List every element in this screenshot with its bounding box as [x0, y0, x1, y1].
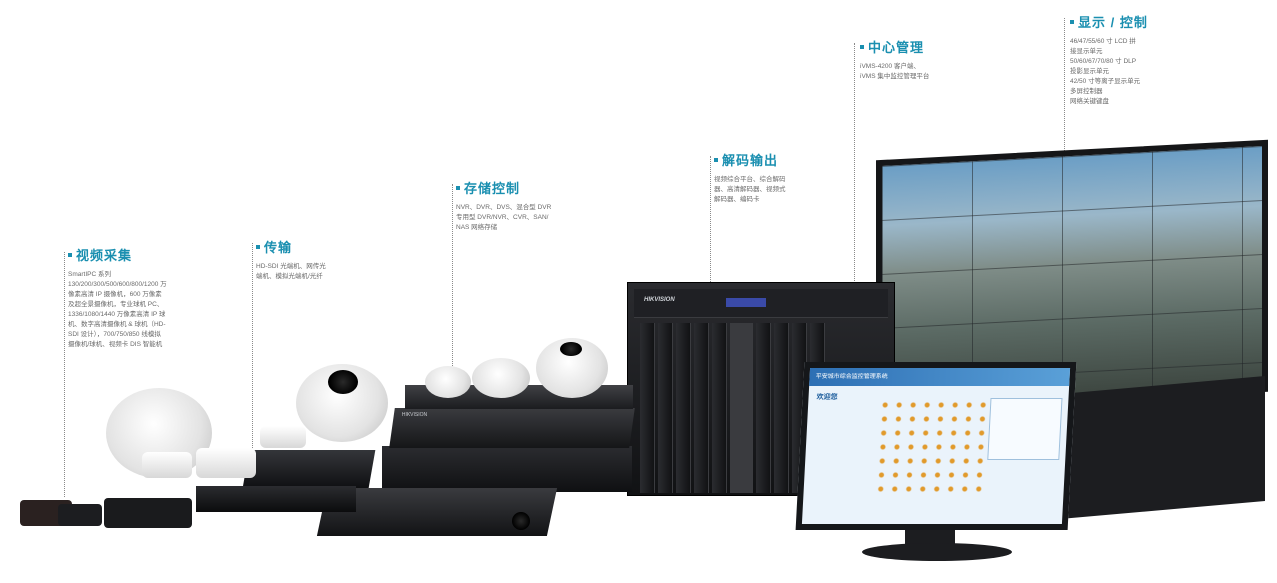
section-decode-output: 解码输出 视频综合平台、综合解码 器、高清解码器、视频式 解码器、编码卡 [714, 150, 834, 205]
rack-top-panel: HIKVISION [634, 289, 888, 318]
desc-line: iVMS 集中监控管理平台 [860, 73, 930, 80]
bullet-dot [68, 252, 72, 257]
leader-line [854, 43, 855, 283]
desc-line: 解码器、编码卡 [714, 196, 760, 203]
joystick [512, 512, 530, 530]
section-video-capture: 视频采集 SmartIPC 系列 130/200/300/500/600/800… [68, 245, 208, 350]
dome-lens [560, 342, 582, 356]
desc-line: NVR、DVR、DVS、混合型 DVR [456, 204, 552, 211]
dvr-middle: HIKVISION [389, 408, 635, 448]
rack-slot [640, 323, 655, 493]
leader-line [452, 184, 453, 424]
welcome-text: 欢迎您 [816, 394, 838, 401]
desc-line: 50/60/67/70/80 寸 DLP [1070, 58, 1137, 65]
box-camera [58, 504, 102, 526]
desc-line: NAS 网络存储 [456, 224, 498, 231]
desc-line: 机、数字高清摄像机 & 球机（HD- [68, 321, 166, 328]
rack-slot [712, 323, 727, 493]
section-title: 中心管理 [868, 40, 925, 55]
desc-line: 多屏控制器 [1070, 88, 1103, 95]
desc-line: SDI 设计），700/750/850 线模拟 [68, 331, 161, 338]
bullet-dot [256, 244, 260, 249]
rack-slot [774, 323, 789, 493]
desc-line: 端机、模拟光端机/光纤 [256, 273, 323, 280]
network-switch [196, 486, 356, 512]
rack-slot [658, 323, 673, 493]
bullet-camera [142, 452, 192, 478]
bullet-camera [196, 448, 256, 478]
desc-line: 网络关键键盘 [1070, 98, 1109, 105]
video-wall-cabinet [1060, 376, 1265, 519]
section-title: 解码输出 [722, 153, 779, 168]
desc-line: SmartIPC 系列 [68, 271, 111, 278]
dome-camera [472, 358, 530, 398]
rack-slot [756, 323, 771, 493]
section-transmission: 传输 HD-SDI 光端机、网传光 端机、模拟光端机/光纤 [256, 237, 376, 282]
box-camera [104, 498, 192, 528]
section-desc: 46/47/55/60 寸 LCD 拼 接显示单元 50/60/67/70/80… [1070, 37, 1180, 107]
bullet-dot [714, 157, 718, 162]
nvr-large [382, 446, 632, 492]
desc-line: 46/47/55/60 寸 LCD 拼 [1070, 38, 1136, 45]
speed-dome-lens [328, 370, 358, 394]
monitor-neck [905, 530, 955, 546]
section-desc: HD-SDI 光端机、网传光 端机、模拟光端机/光纤 [256, 262, 376, 282]
dome-camera [425, 366, 471, 398]
calendar-panel [987, 398, 1063, 460]
management-monitor: 平安城市综合监控管理系统 欢迎您 [795, 362, 1077, 530]
section-desc: iVMS-4200 客户端、 iVMS 集中监控管理平台 [860, 62, 980, 82]
section-desc: 视频综合平台、综合解码 器、高清解码器、视频式 解码器、编码卡 [714, 175, 834, 205]
dvr-brand-logo: HIKVISION [401, 412, 428, 418]
desc-line: HD-SDI 光端机、网传光 [256, 263, 326, 270]
desc-line: 器、高清解码器、视频式 [714, 186, 786, 193]
desc-line: 专用型 DVR/NVR、CVR、SAN/ [456, 214, 549, 221]
rack-slot [676, 323, 691, 493]
optical-transceiver [242, 450, 376, 488]
bullet-dot [1070, 19, 1074, 24]
section-title: 视频采集 [76, 248, 133, 263]
desc-line: 接显示单元 [1070, 48, 1103, 55]
rack-switch-card [730, 323, 753, 493]
app-title-bar: 平安城市综合监控管理系统 [809, 368, 1071, 386]
section-desc: NVR、DVR、DVS、混合型 DVR 专用型 DVR/NVR、CVR、SAN/… [456, 203, 596, 233]
desc-line: 摄像机/球机、视频卡 DIS 智能机 [68, 341, 163, 348]
section-storage-control: 存储控制 NVR、DVR、DVS、混合型 DVR 专用型 DVR/NVR、CVR… [456, 178, 596, 233]
rack-display-panel [726, 298, 766, 307]
desc-line: 像素高清 IP 摄像机，600 万像素 [68, 291, 162, 298]
desc-line: 视频综合平台、综合解码 [714, 176, 786, 183]
desc-line: 1336/1080/1440 万像素高清 IP 球 [68, 311, 166, 318]
monitor-stand-base [862, 543, 1012, 561]
section-display-control: 显示 / 控制 46/47/55/60 寸 LCD 拼 接显示单元 50/60/… [1070, 12, 1180, 107]
desc-line: 投影显示单元 [1070, 68, 1109, 75]
desc-line: iVMS-4200 客户端、 [860, 63, 920, 70]
section-central-management: 中心管理 iVMS-4200 客户端、 iVMS 集中监控管理平台 [860, 37, 980, 82]
bullet-dot [860, 44, 864, 49]
leader-line [1064, 18, 1065, 163]
rack-brand-logo: HIKVISION [644, 297, 675, 303]
bullet-dot [456, 185, 460, 190]
section-desc: SmartIPC 系列 130/200/300/500/600/800/1200… [68, 270, 208, 350]
section-title: 显示 / 控制 [1078, 15, 1148, 30]
bullet-camera [260, 426, 306, 448]
leader-line [710, 156, 711, 286]
leader-line [252, 243, 253, 458]
desc-line: 130/200/300/500/600/800/1200 万 [68, 281, 167, 288]
desc-line: 及超全景摄像机，专业球机 PC、 [68, 301, 164, 308]
section-title: 存储控制 [464, 181, 521, 196]
rack-slot [694, 323, 709, 493]
desc-line: 42/50 寸等离子显示单元 [1070, 78, 1141, 85]
app-icon-grid [873, 398, 989, 498]
leader-line [64, 252, 65, 497]
section-title: 传输 [264, 240, 293, 255]
